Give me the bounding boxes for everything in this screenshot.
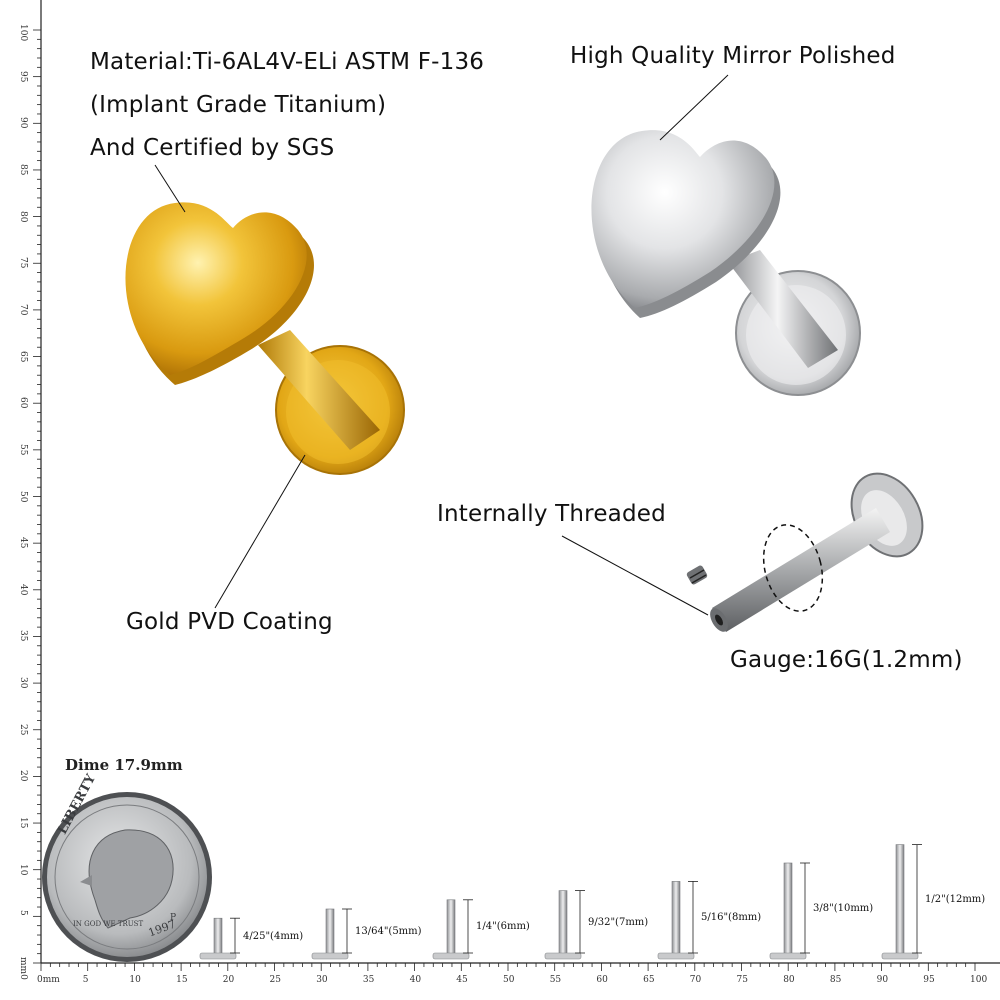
ruler-bottom-label: 5 bbox=[82, 975, 89, 985]
ruler-left-label: 30 bbox=[18, 677, 28, 689]
material-text-line1: Material:Ti-6AL4V-ELi ASTM F-136 bbox=[90, 49, 485, 75]
ruler-left-label: 35 bbox=[18, 630, 28, 642]
ruler-left-label: 75 bbox=[18, 257, 28, 269]
ruler-left-label: 85 bbox=[18, 163, 28, 176]
ruler-bottom-label: 35 bbox=[362, 975, 375, 985]
ruler-left-label: 90 bbox=[18, 117, 28, 129]
ruler-left-label: 10 bbox=[18, 863, 28, 876]
ruler-left-label: 25 bbox=[18, 723, 28, 736]
ruler-bottom-label: 55 bbox=[549, 975, 562, 985]
length-sample-label: 1/2"(12mm) bbox=[925, 893, 986, 905]
ruler-bottom-label: 25 bbox=[269, 975, 281, 985]
gold-pvd-text: Gold PVD Coating bbox=[126, 609, 333, 635]
ruler-bottom-label: 40 bbox=[409, 975, 422, 985]
length-sample-label: 4/25"(4mm) bbox=[243, 930, 304, 942]
ruler-bottom-label: 90 bbox=[876, 975, 889, 985]
ruler-left-label: mm0 bbox=[18, 957, 28, 980]
length-sample-labret bbox=[544, 890, 585, 960]
ruler-bottom-label: 65 bbox=[643, 975, 655, 985]
length-sample-labret bbox=[199, 917, 240, 960]
ruler-bottom-label: 100 bbox=[970, 975, 988, 985]
length-sample-label: 3/8"(10mm) bbox=[813, 903, 874, 914]
length-sample-label: 1/4"(6mm) bbox=[476, 921, 530, 933]
ruler-left-label: 60 bbox=[18, 397, 28, 409]
length-sample-labret bbox=[769, 862, 810, 960]
material-text-line3: And Certified by SGS bbox=[90, 135, 335, 161]
length-sample-labret bbox=[311, 908, 352, 960]
ruler-bottom-label: 20 bbox=[222, 975, 235, 985]
gauge-text: Gauge:16G(1.2mm) bbox=[730, 647, 963, 673]
length-sample-labret bbox=[881, 844, 922, 960]
ruler-bottom-label: 70 bbox=[689, 975, 702, 985]
threaded-post bbox=[686, 472, 924, 632]
length-sample-label: 5/16"(8mm) bbox=[701, 912, 762, 924]
coin-god-text: IN GOD WE TRUST bbox=[73, 920, 144, 928]
ruler-left-label: 55 bbox=[18, 443, 28, 456]
length-sample-labret bbox=[657, 881, 698, 960]
ruler-left-label: 5 bbox=[18, 910, 28, 917]
silver-heart-labret bbox=[591, 130, 861, 396]
length-sample-label: 9/32"(7mm) bbox=[588, 916, 649, 928]
ruler-bottom-label: 95 bbox=[923, 975, 935, 985]
ruler-left-label: 20 bbox=[18, 770, 28, 782]
ruler-left-label: 50 bbox=[18, 490, 28, 502]
ruler-bottom-label: 15 bbox=[176, 975, 188, 985]
ruler-bottom-label: 30 bbox=[316, 975, 328, 985]
material-leader-line bbox=[154, 164, 186, 213]
ruler-left-label: 70 bbox=[18, 303, 28, 316]
ruler-left-label: 100 bbox=[18, 24, 28, 42]
length-samples bbox=[199, 844, 922, 960]
ruler-left-label: 80 bbox=[18, 210, 28, 223]
thread-screw-icon bbox=[686, 565, 708, 585]
threaded-leader-line bbox=[561, 535, 709, 616]
internally-threaded-text: Internally Threaded bbox=[437, 501, 666, 527]
material-text-line2: (Implant Grade Titanium) bbox=[90, 92, 387, 118]
ruler-left-label: 40 bbox=[18, 583, 28, 596]
ruler-left-label: 65 bbox=[18, 350, 28, 362]
ruler-left-label: 95 bbox=[18, 70, 28, 83]
ruler-bottom-label: 75 bbox=[736, 975, 748, 985]
ruler-bottom-label: 45 bbox=[456, 975, 468, 985]
ruler bbox=[33, 0, 1000, 971]
ruler-bottom-label: 85 bbox=[829, 975, 842, 985]
gold-heart-labret bbox=[125, 202, 405, 475]
mirror-leader-line bbox=[659, 74, 729, 141]
dime-coin bbox=[42, 792, 212, 962]
coin-mint-text: P bbox=[170, 913, 177, 923]
ruler-bottom-label: 60 bbox=[596, 975, 608, 985]
ruler-bottom-label: 80 bbox=[783, 975, 795, 985]
ruler-bottom-label: 50 bbox=[503, 975, 515, 985]
ruler-bottom-label: 10 bbox=[129, 975, 141, 985]
ruler-left-label: 45 bbox=[18, 537, 28, 549]
ruler-bottom-label: 0mm bbox=[37, 975, 60, 985]
length-sample-label: 13/64"(5mm) bbox=[355, 926, 422, 937]
mirror-polished-text: High Quality Mirror Polished bbox=[570, 43, 896, 69]
ruler-left-label: 15 bbox=[18, 817, 28, 829]
length-sample-labret bbox=[432, 899, 473, 960]
dime-size-label: Dime 17.9mm bbox=[65, 756, 183, 774]
gold-pvd-leader-line bbox=[214, 454, 306, 609]
